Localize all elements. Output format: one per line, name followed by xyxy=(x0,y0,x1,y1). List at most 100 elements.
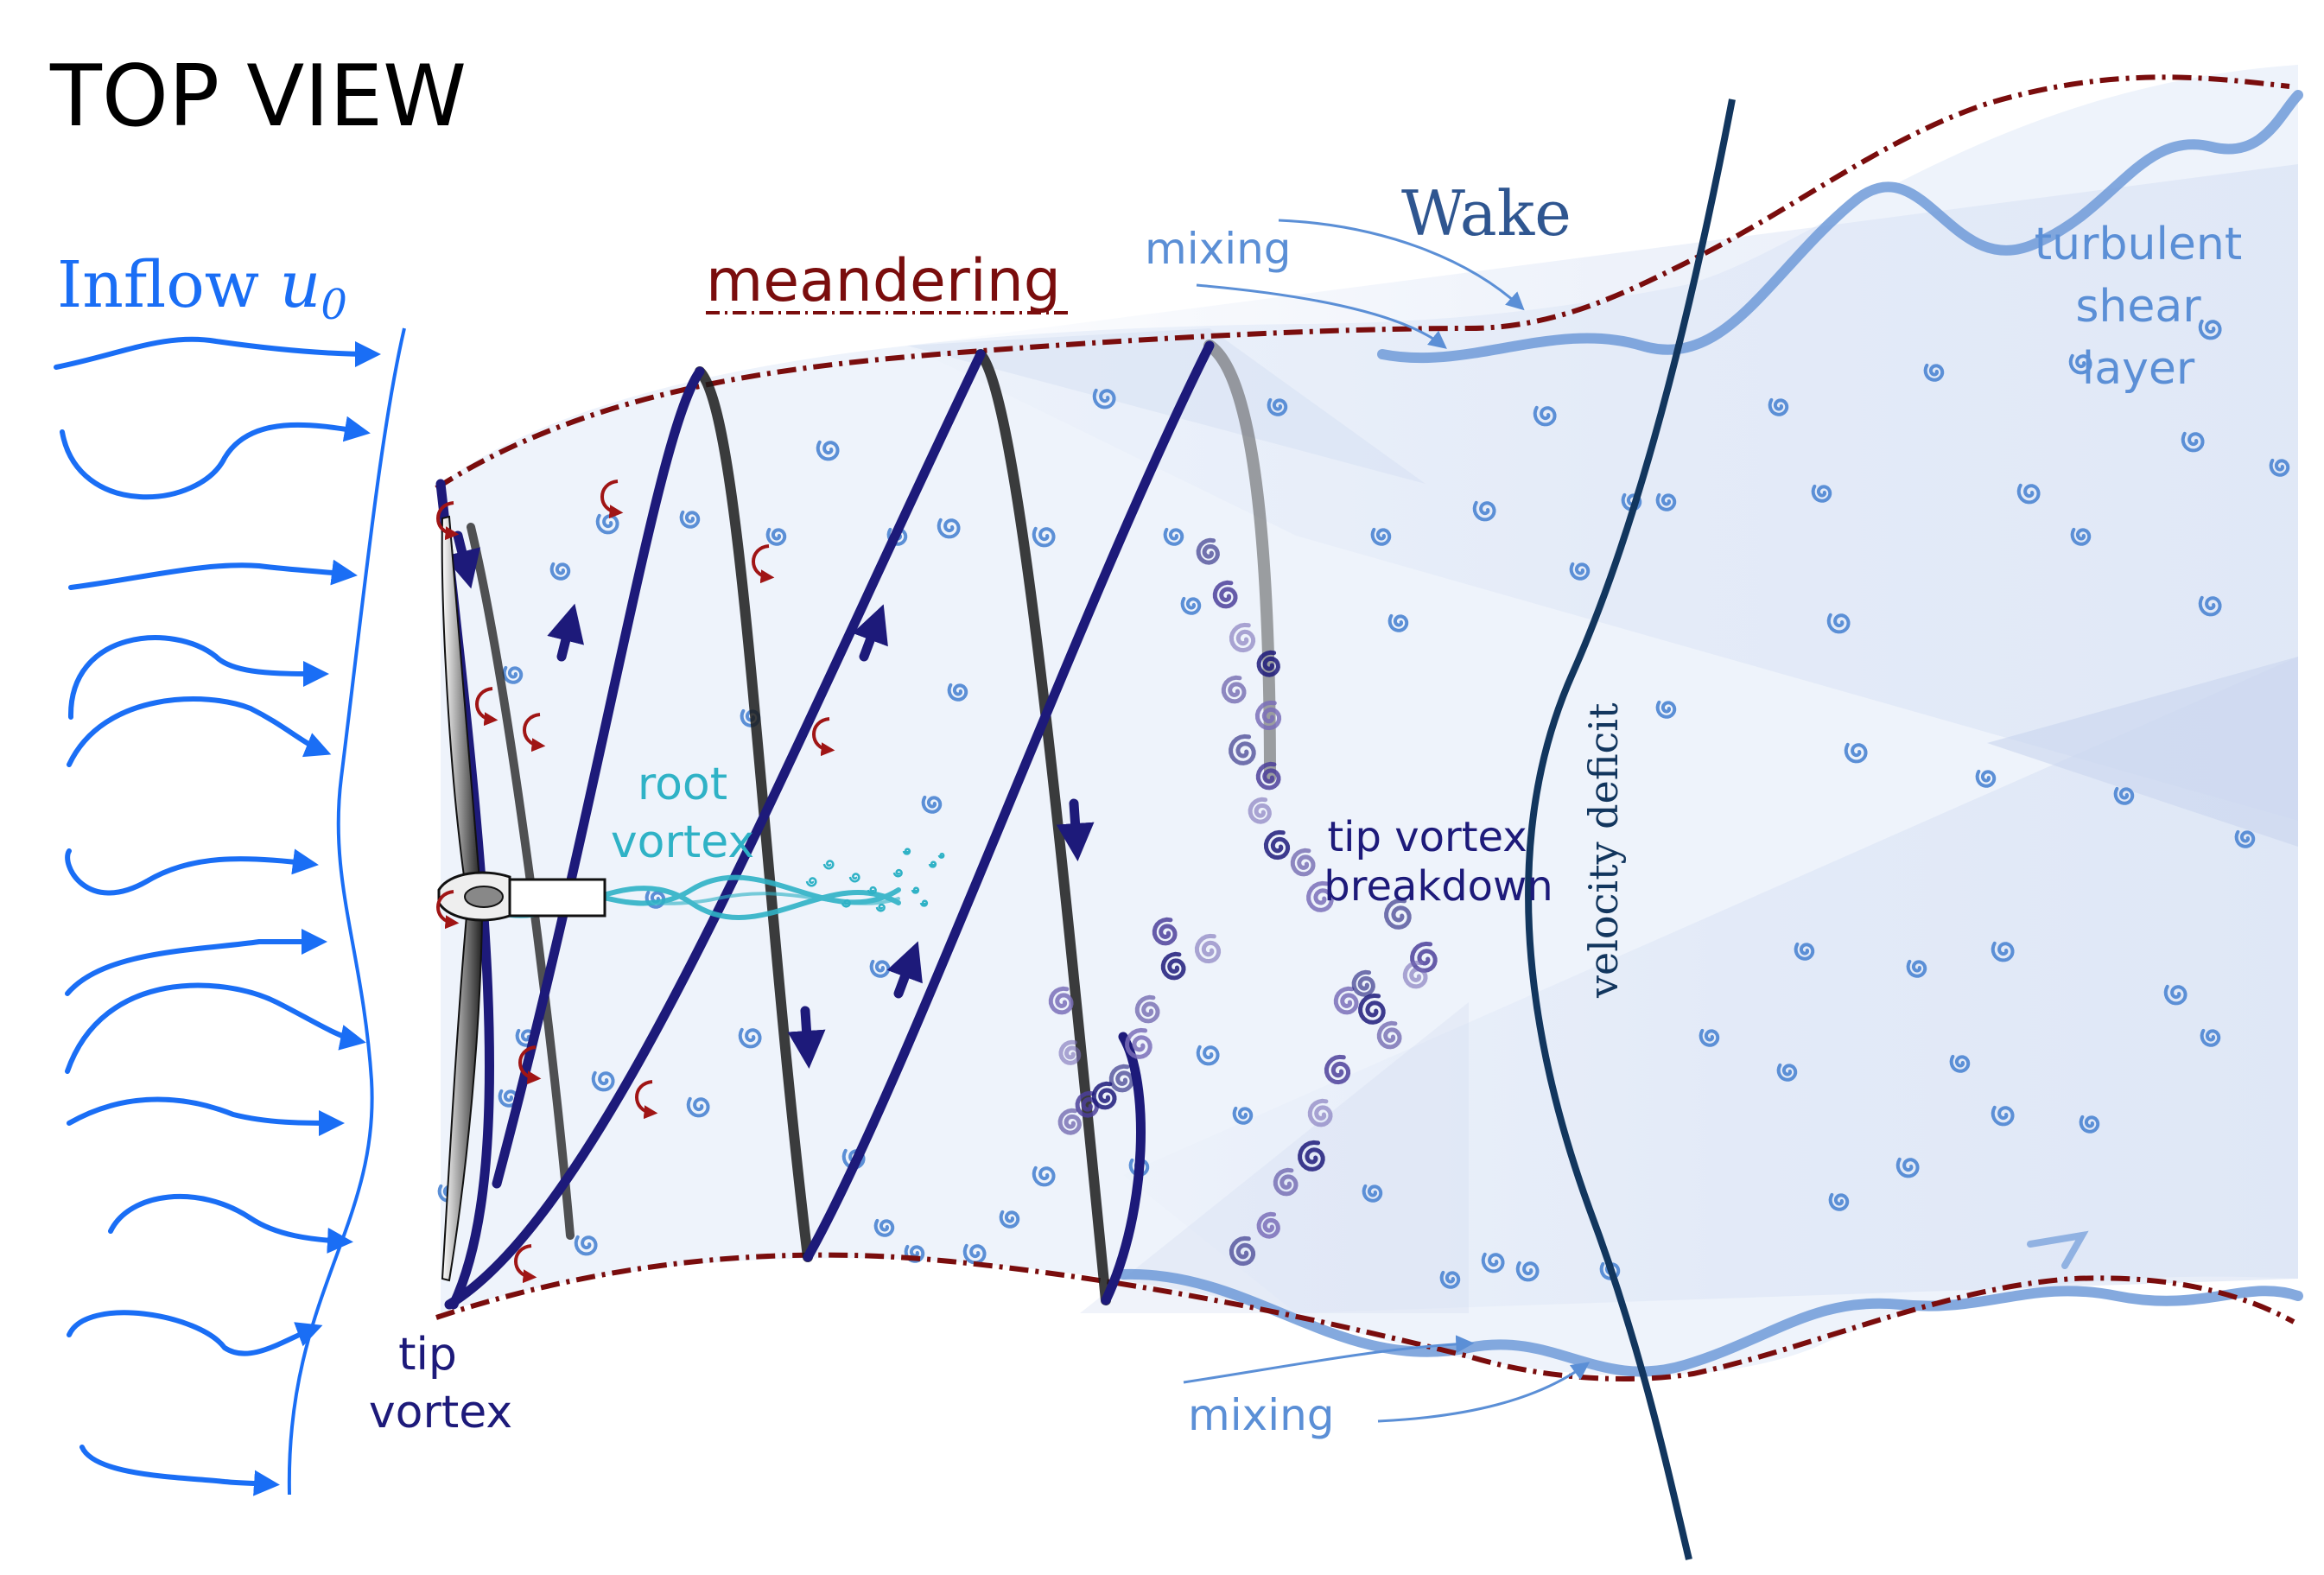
rotation-arrow-icon xyxy=(514,1244,537,1284)
eddy-icon xyxy=(1358,993,1386,1025)
eddy-icon xyxy=(1699,1028,1720,1047)
wind-arrow-icon xyxy=(67,635,329,720)
eddy-icon xyxy=(1298,1140,1325,1172)
eddy-icon xyxy=(1826,613,1851,634)
tip-vortex-label: tip vortex xyxy=(369,1329,512,1438)
shear-layer-line-1: turbulent xyxy=(2035,219,2242,270)
eddy-icon xyxy=(841,899,851,908)
tip-vortex-line-2: vortex xyxy=(369,1387,512,1438)
eddy-icon xyxy=(805,877,817,887)
page-title: TOP VIEW xyxy=(49,48,467,146)
eddy-icon xyxy=(1212,580,1238,609)
meandering-boundary xyxy=(435,74,2295,1381)
tip-vortex-breakdown-line-2: breakdown xyxy=(1324,862,1553,911)
eddy-icon xyxy=(1515,1261,1540,1282)
rotation-arrow-group xyxy=(436,479,835,1284)
eddy-icon xyxy=(848,873,860,883)
eddy-icon xyxy=(1376,1020,1402,1050)
tip-vortex-breakdown-line-1: tip vortex xyxy=(1327,813,1527,861)
eddy-icon xyxy=(1254,700,1282,731)
eddy-icon xyxy=(873,1218,895,1237)
eddy-icon xyxy=(1472,500,1496,522)
inflow-label: Inflow u0 xyxy=(57,248,347,329)
rotation-arrow-icon xyxy=(518,1045,542,1085)
wind-arrow-icon xyxy=(54,336,381,370)
rotation-arrow-icon xyxy=(436,501,460,541)
eddy-icon xyxy=(1092,388,1116,410)
eddy-icon xyxy=(1569,562,1591,581)
wind-arrow-icon xyxy=(79,1445,280,1496)
eddy-icon xyxy=(1196,1045,1220,1066)
eddy-icon xyxy=(2181,431,2205,453)
shear-layer-line-3: layer xyxy=(2082,343,2195,395)
eddy-icon xyxy=(1108,1064,1134,1093)
eddy-icon xyxy=(1895,1157,1920,1178)
eddy-icon xyxy=(1384,898,1412,930)
eddy-icon xyxy=(869,959,891,978)
eddy-icon xyxy=(2163,984,2187,1006)
eddy-icon xyxy=(1306,880,1334,912)
meandering-label: meandering xyxy=(706,247,1061,315)
eddy-icon xyxy=(1768,397,1789,416)
eddy-icon xyxy=(1248,797,1272,824)
inflow-arrows xyxy=(54,336,381,1496)
eddy-icon xyxy=(1263,829,1291,861)
eddy-icon xyxy=(1032,1165,1056,1187)
eddy-icon xyxy=(574,1235,598,1256)
eddy-icon xyxy=(1370,527,1392,546)
eddy-icon xyxy=(2079,1115,2100,1134)
eddy-icon xyxy=(1811,484,1832,503)
eddy-icon xyxy=(1307,1098,1333,1127)
eddy-icon xyxy=(2113,786,2135,805)
eddy-icon xyxy=(1256,650,1280,677)
wind-arrow-icon xyxy=(65,982,366,1074)
eddy-icon xyxy=(962,1243,987,1265)
velocity-deficit-line xyxy=(1525,98,1736,1560)
eddy-icon xyxy=(1991,1105,2015,1127)
eddy-icon xyxy=(867,886,877,895)
mixing-label-bottom: mixing xyxy=(1188,1390,1335,1440)
eddy-icon xyxy=(999,1210,1020,1229)
turbulent-shear-layer-label: turbulent shear layer xyxy=(2035,219,2242,395)
root-vortex-line-1: root xyxy=(638,759,727,810)
eddy-icon xyxy=(549,562,571,581)
eddy-icon xyxy=(1256,1211,1280,1239)
velocity-deficit-label: velocity deficit xyxy=(1580,702,1627,999)
eddy-icon xyxy=(1410,941,1438,973)
eddy-icon xyxy=(1402,960,1428,989)
wake-label: Wake xyxy=(1401,177,1572,250)
eddy-icon xyxy=(2200,1028,2221,1047)
eddy-icon xyxy=(2070,527,2092,546)
eddy-icon xyxy=(1481,1252,1505,1273)
eddy-icon xyxy=(1533,405,1557,427)
eddy-icon xyxy=(1180,596,1202,615)
turbine-rotor-icon xyxy=(437,515,606,1282)
eddy-icon xyxy=(679,510,701,529)
eddy-icon xyxy=(937,853,945,859)
eddy-icon xyxy=(1057,1108,1082,1135)
eddy-icon xyxy=(1655,700,1677,719)
eddy-icon xyxy=(1324,1054,1351,1085)
mixing-arrow-bottom-2 xyxy=(1377,1362,1591,1423)
wind-arrow-icon xyxy=(67,696,332,767)
rotation-arrow-icon xyxy=(600,479,624,519)
eddy-icon xyxy=(911,886,920,894)
eddy-icon xyxy=(1221,675,1247,704)
eddy-icon xyxy=(515,1028,537,1047)
mixing-arrow-top-1 xyxy=(1278,219,1525,311)
eddy-icon xyxy=(1160,951,1186,981)
eddy-icon xyxy=(902,848,911,855)
eddy-icon xyxy=(928,861,937,868)
eddy-icon xyxy=(921,795,943,814)
eddy-icon xyxy=(919,899,929,907)
eddy-icon xyxy=(1828,1192,1850,1211)
eddy-icon xyxy=(1273,1167,1299,1197)
eddy-icon xyxy=(1776,1063,1798,1082)
eddy-icon xyxy=(1091,1081,1117,1110)
eddy-icon xyxy=(1923,363,1945,382)
eddy-icon xyxy=(498,1089,519,1108)
root-vortex-spray xyxy=(805,848,945,912)
rotation-arrow-icon xyxy=(752,544,775,584)
eddy-icon xyxy=(591,1070,615,1092)
eddy-icon xyxy=(875,903,886,912)
